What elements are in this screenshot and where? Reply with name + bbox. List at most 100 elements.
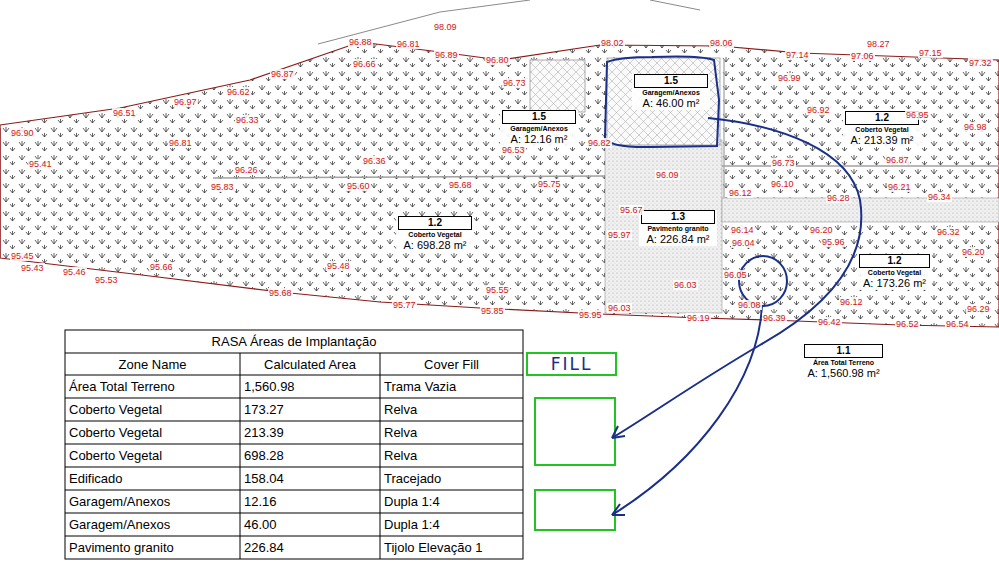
spot-elevation: 97.14 — [785, 50, 810, 60]
spot-elevation: 96.21 — [887, 182, 912, 192]
table-header: Calculated Area — [241, 353, 379, 376]
table-cell: 158.04 — [244, 467, 376, 490]
spot-elevation: 96.12 — [839, 297, 864, 307]
spot-elevation: 96.92 — [806, 105, 831, 115]
spot-elevation: 95.43 — [20, 263, 45, 273]
spot-elevation: 95.68 — [448, 180, 473, 190]
spot-elevation: 96.87 — [270, 69, 295, 79]
area-table — [65, 330, 523, 559]
spot-elevation: 96.73 — [502, 78, 527, 88]
hand-circle — [739, 256, 787, 306]
empty-fill-box — [535, 490, 615, 530]
zone-number: 1.2 — [398, 216, 472, 230]
zone-tag: 1.5Garagem/AnexosA: 12.16 m² — [500, 110, 578, 146]
zone-divider — [722, 165, 999, 167]
road-edge — [650, 0, 700, 10]
fill-box: FILL — [526, 352, 617, 376]
table-cell: Dupla 1:4 — [384, 490, 519, 513]
zone-name: Coberto Vegetal — [859, 268, 930, 277]
table-cell: Tijolo Elevação 1 — [384, 536, 519, 559]
zone-number: 1.3 — [641, 210, 715, 224]
zone-area: A: 698.28 m² — [398, 239, 472, 251]
spot-elevation: 96.87 — [885, 155, 910, 165]
spot-elevation: 95.46 — [62, 267, 87, 277]
spot-elevation: 96.34 — [927, 192, 952, 202]
table-header: Zone Name — [66, 353, 239, 376]
table-cell: 46.00 — [244, 513, 376, 536]
zone-name: Garagem/Anexos — [634, 88, 708, 97]
spot-elevation: 96.53 — [501, 145, 526, 155]
table-title: RASA Áreas de Implantação — [66, 330, 522, 353]
zone-area: A: 173.26 m² — [859, 277, 930, 289]
hand-arrow — [612, 306, 762, 515]
table-cell: 173.27 — [244, 398, 376, 421]
table-cell: Relva — [384, 421, 519, 444]
zone-area: A: 1,560.98 m² — [804, 367, 883, 379]
spot-elevation: 95.67 — [619, 205, 644, 215]
spot-elevation: 96.09 — [655, 170, 680, 180]
spot-elevation: 95.75 — [537, 179, 562, 189]
table-cell: 698.28 — [244, 444, 376, 467]
spot-elevation: 95.85 — [480, 306, 505, 316]
spot-elevation: 96.80 — [485, 55, 510, 65]
spot-elevation: 96.89 — [434, 50, 459, 60]
spot-elevation: 96.36 — [362, 156, 387, 166]
spot-elevation: 96.10 — [770, 179, 795, 189]
table-cell: 213.39 — [244, 421, 376, 444]
spot-elevation: 96.42 — [817, 317, 842, 327]
garage-area — [530, 60, 585, 112]
table-cell: Coberto Vegetal — [69, 421, 236, 444]
table-cell: Pavimento granito — [69, 536, 236, 559]
zone-number: 1.5 — [634, 74, 708, 88]
garage-area — [607, 58, 720, 145]
spot-elevation: 98.06 — [709, 38, 734, 48]
spot-elevation: 96.88 — [348, 37, 373, 47]
table-cell: Tracejado — [384, 467, 519, 490]
zone-number: 1.1 — [804, 344, 883, 358]
spot-elevation: 98.02 — [600, 38, 625, 48]
spot-elevation: 95.77 — [392, 300, 417, 310]
zone-tag: 1.1Área Total TerrenoA: 1,560.98 m² — [802, 344, 885, 380]
spot-elevation: 96.98 — [963, 122, 988, 132]
zone-area: A: 213.39 m² — [845, 134, 919, 146]
spot-elevation: 96.81 — [168, 138, 193, 148]
spot-elevation: 96.20 — [961, 247, 986, 257]
spot-elevation: 95.68 — [268, 288, 293, 298]
table-header: Cover Fill — [381, 353, 522, 376]
spot-elevation: 96.19 — [686, 313, 711, 323]
spot-elevation: 96.95 — [905, 110, 930, 120]
zone-area: A: 12.16 m² — [502, 133, 576, 145]
zone-tag: 1.5Garagem/AnexosA: 46.00 m² — [632, 74, 710, 110]
spot-elevation: 97.32 — [968, 58, 993, 68]
zone-tag: 1.2Coberto VegetalA: 698.28 m² — [396, 216, 474, 252]
spot-elevation: 96.99 — [777, 73, 802, 83]
granite-paving — [605, 140, 722, 313]
table-cell: Edificado — [69, 467, 236, 490]
spot-elevation: 96.03 — [607, 303, 632, 313]
spot-elevation: 96.33 — [235, 115, 260, 125]
spot-elevation: 95.53 — [94, 275, 119, 285]
zone-area: A: 226.84 m² — [641, 233, 715, 245]
spot-elevation: 95.55 — [485, 285, 510, 295]
zone-name: Garagem/Anexos — [502, 124, 576, 133]
spot-elevation: 96.12 — [728, 188, 753, 198]
lot-boundary — [0, 42, 999, 327]
table-cell: Coberto Vegetal — [69, 398, 236, 421]
spot-elevation: 96.52 — [895, 319, 920, 329]
table-cell: Garagem/Anexos — [69, 490, 236, 513]
spot-elevation: 95.48 — [326, 261, 351, 271]
spot-elevation: 96.14 — [730, 225, 755, 235]
zone-divider — [213, 176, 605, 178]
spot-elevation: 97.15 — [918, 48, 943, 58]
spot-elevation: 96.20 — [809, 225, 834, 235]
spot-elevation: 96.62 — [226, 87, 251, 97]
table-cell: Relva — [384, 398, 519, 421]
table-cell: Coberto Vegetal — [69, 444, 236, 467]
spot-elevation: 96.08 — [737, 300, 762, 310]
spot-elevation: 96.04 — [731, 238, 756, 248]
spot-elevation: 95.95 — [578, 310, 603, 320]
zone-name: Pavimento granito — [641, 224, 715, 233]
zone-name: Coberto Vegetal — [398, 230, 472, 239]
spot-elevation: 96.05 — [723, 270, 748, 280]
